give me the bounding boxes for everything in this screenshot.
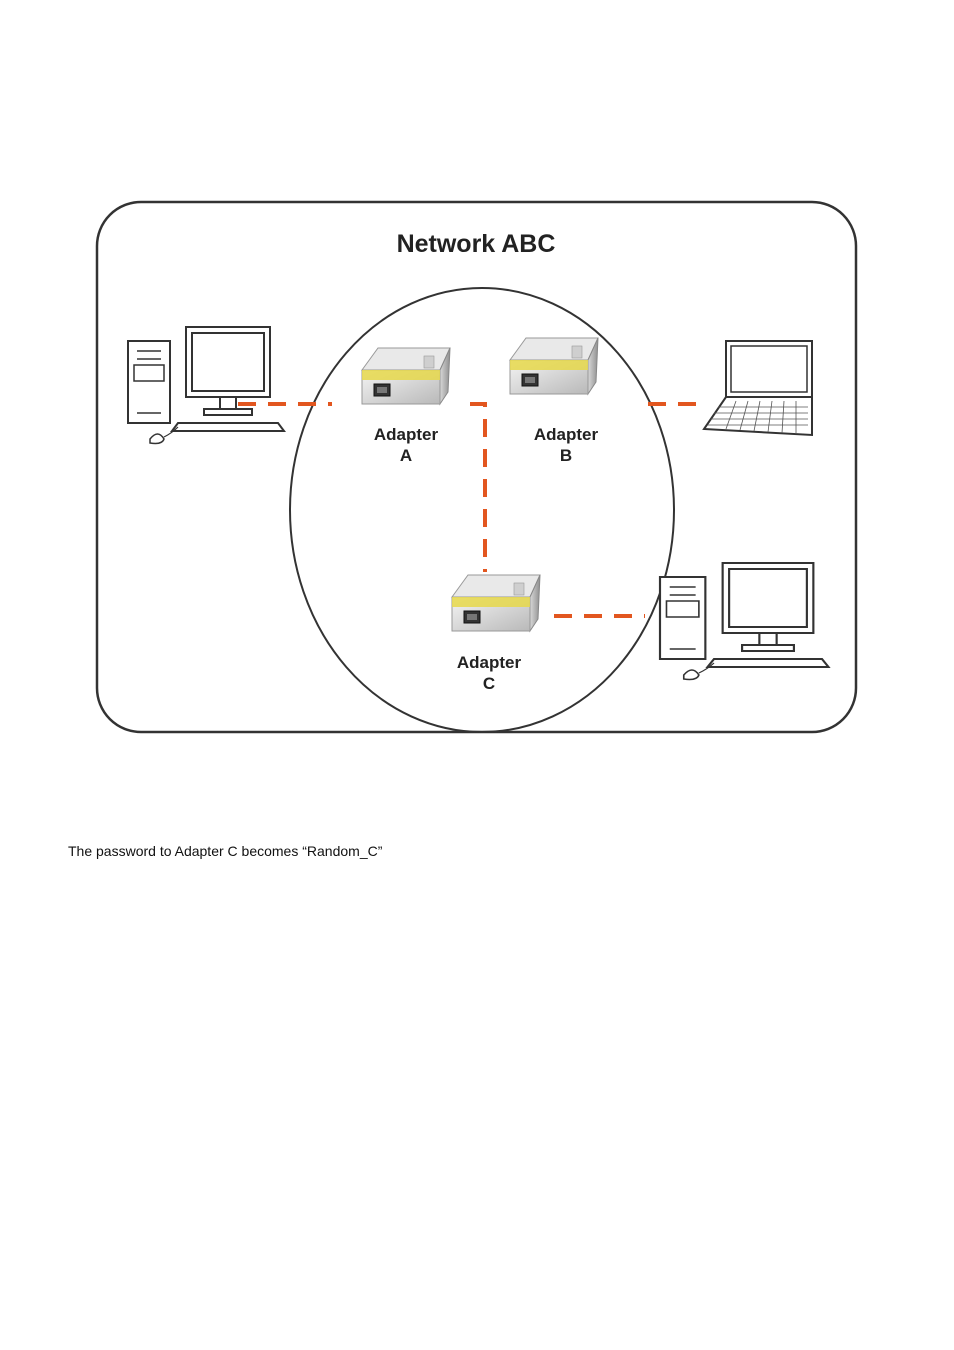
powerline-adapter-c-icon — [451, 574, 541, 632]
adapter-c-label-bottom: C — [483, 674, 495, 693]
diagram-title: Network ABC — [397, 230, 556, 258]
caption-text: The password to Adapter C becomes “Rando… — [68, 843, 383, 859]
adapter-a-label-bottom: A — [400, 446, 412, 465]
adapter-a-label-top: Adapter — [374, 425, 439, 444]
adapter-b-label-top: Adapter — [534, 425, 599, 444]
network-ellipse — [289, 287, 675, 733]
link-a-c — [470, 402, 487, 572]
powerline-adapter-a-icon — [361, 347, 451, 405]
laptop-computer-icon — [702, 340, 813, 437]
network-links — [238, 402, 708, 618]
adapter-b-label-bottom: B — [560, 446, 572, 465]
network-diagram: Network ABC — [95, 200, 858, 734]
powerline-adapter-b-icon — [509, 337, 599, 395]
adapter-c-label-top: Adapter — [457, 653, 522, 672]
